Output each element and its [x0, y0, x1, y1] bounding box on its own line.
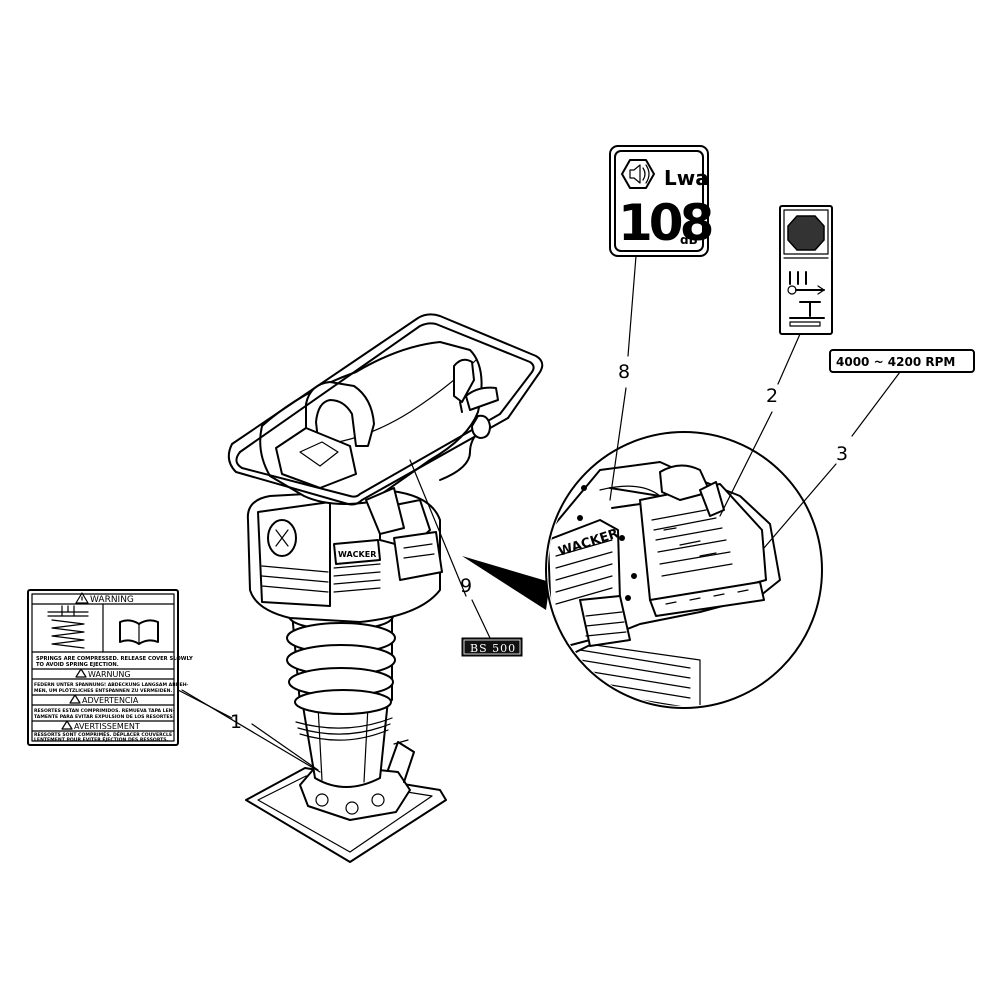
rpm-decal: 4000 ~ 4200 RPM [829, 349, 975, 373]
warning-header: WARNING [90, 595, 134, 605]
wrench-icon [789, 301, 825, 327]
callout-2: 2 [766, 385, 778, 407]
adjustment-icon [787, 271, 825, 295]
avertissement-header: AVERTISSEMENT [74, 722, 140, 731]
callout-9: 9 [460, 575, 472, 597]
callouts: 1 2 3 8 9 [177, 255, 901, 733]
manual-book-icon [119, 619, 159, 645]
warnung-header: WARNUNG [88, 670, 131, 679]
advertencia-text-2: TAMENTE PARA EVITAR EXPULSION DE LOS RES… [34, 714, 175, 720]
warning-triangle-icon [61, 720, 73, 730]
noise-symbol: Lwa [664, 166, 709, 190]
advertencia-header: ADVERTENCIA [82, 696, 139, 705]
engine-housing: WACKER [246, 489, 443, 623]
detail-pointer [462, 556, 550, 610]
fuel-tank [259, 341, 499, 505]
sound-speaker-icon [621, 159, 655, 189]
stop-octagon-icon [787, 215, 825, 251]
service-decal [779, 205, 833, 335]
detail-view: WACKER [462, 431, 823, 709]
warnung-text-1: FEDERN UNTER SPANNUNG! ABDECKUNG LANGSAM… [34, 682, 189, 688]
callout-1: 1 [230, 711, 242, 733]
rpm-text: 4000 ~ 4200 RPM [836, 355, 955, 369]
callout-3: 3 [836, 443, 848, 465]
avertissement-text-2: LENTEMENT POUR EVITER ÉJECTION DES RESSO… [34, 735, 169, 743]
rammer-machine: WACKER [181, 313, 544, 863]
noise-unit: dB [680, 233, 698, 247]
warning-decal: WARNING SPRINGS ARE COMPRESSED. RELEASE … [27, 589, 193, 746]
bellows [286, 595, 396, 741]
warning-text-2: TO AVOID SPRING EJECTION. [36, 662, 119, 668]
warning-text-1: SPRINGS ARE COMPRESSED. RELEASE COVER SL… [36, 656, 193, 662]
brand-plate-text: WACKER [338, 550, 376, 559]
handle-frame [227, 313, 544, 535]
compressed-spring-icon [47, 605, 89, 649]
warning-triangle-icon [75, 668, 87, 678]
leg-cylinder [301, 699, 389, 788]
warning-triangle-icon [75, 592, 89, 604]
warning-triangle-icon [69, 694, 81, 704]
model-text: BS 500 [470, 642, 516, 655]
callout-8: 8 [618, 361, 630, 383]
noise-level-decal: Lwa 108 dB [609, 145, 716, 257]
avertissement-text-1: RESSORTS SONT COMPRIMÉS. DÉPLACER COUVER… [34, 730, 172, 738]
model-decal: BS 500 [461, 637, 523, 657]
advertencia-text-1: RESORTES ESTAN COMPRIMIDOS. REMUEVA TAPA… [34, 708, 175, 714]
noise-value: 108 [618, 194, 712, 252]
warnung-text-2: MEN, UM PLÖTZLICHES ENTSPANNEN ZU VERMEI… [34, 687, 172, 694]
